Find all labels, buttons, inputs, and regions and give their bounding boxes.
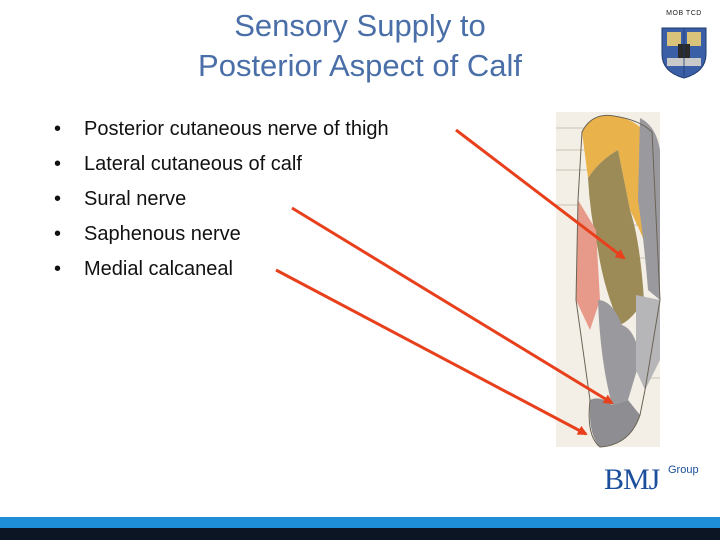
bullet-item: • Posterior cutaneous nerve of thigh [54,112,389,147]
leg-outline [575,114,661,448]
region-sural [598,300,640,405]
slide-title: Sensory Supply to Posterior Aspect of Ca… [140,6,580,86]
title-line-1: Sensory Supply to [234,8,486,43]
logo-text: MOB TCD [666,10,702,17]
bullet-item: • Medial calcaneal [54,252,389,287]
region-medial-grey [638,118,660,300]
bmj-group-logo: BMJ Group [604,462,714,502]
bullet-dot: • [54,188,62,210]
bmj-logo-text: BMJ [604,463,660,496]
footer-bar-blue [0,517,720,528]
bullet-item: • Saphenous nerve [54,217,389,252]
bullet-dot: • [54,223,62,245]
crest-logo: MOB TCD [652,10,716,80]
bmj-logo-suffix: Group [668,464,699,476]
arrow-sural [291,206,614,405]
bullet-item: • Lateral cutaneous of calf [54,147,389,182]
bullet-list: • Posterior cutaneous nerve of thigh • Lat… [54,112,389,287]
bullet-dot: • [54,153,62,175]
bullet-dot: • [54,258,62,280]
arrow-posterior-cutaneous [455,128,626,260]
bullet-text: Lateral cutaneous of calf [84,153,302,175]
title-line-2: Posterior Aspect of Calf [198,48,522,83]
region-knee-pink [576,200,600,330]
bullet-text: Medial calcaneal [84,258,233,280]
bullet-text: Sural nerve [84,188,187,210]
arrow-medial-calcaneal [275,268,588,436]
footer-bar-dark [0,528,720,540]
bullet-text: Saphenous nerve [84,223,241,245]
bullet-item: • Sural nerve [54,182,389,217]
crest-shield-icon [661,27,707,79]
bullet-dot: • [54,118,62,140]
bullet-text: Posterior cutaneous nerve of thigh [84,118,389,140]
region-heel [589,398,640,447]
region-lateral-calf [588,150,644,325]
region-medial-calf [636,295,660,390]
